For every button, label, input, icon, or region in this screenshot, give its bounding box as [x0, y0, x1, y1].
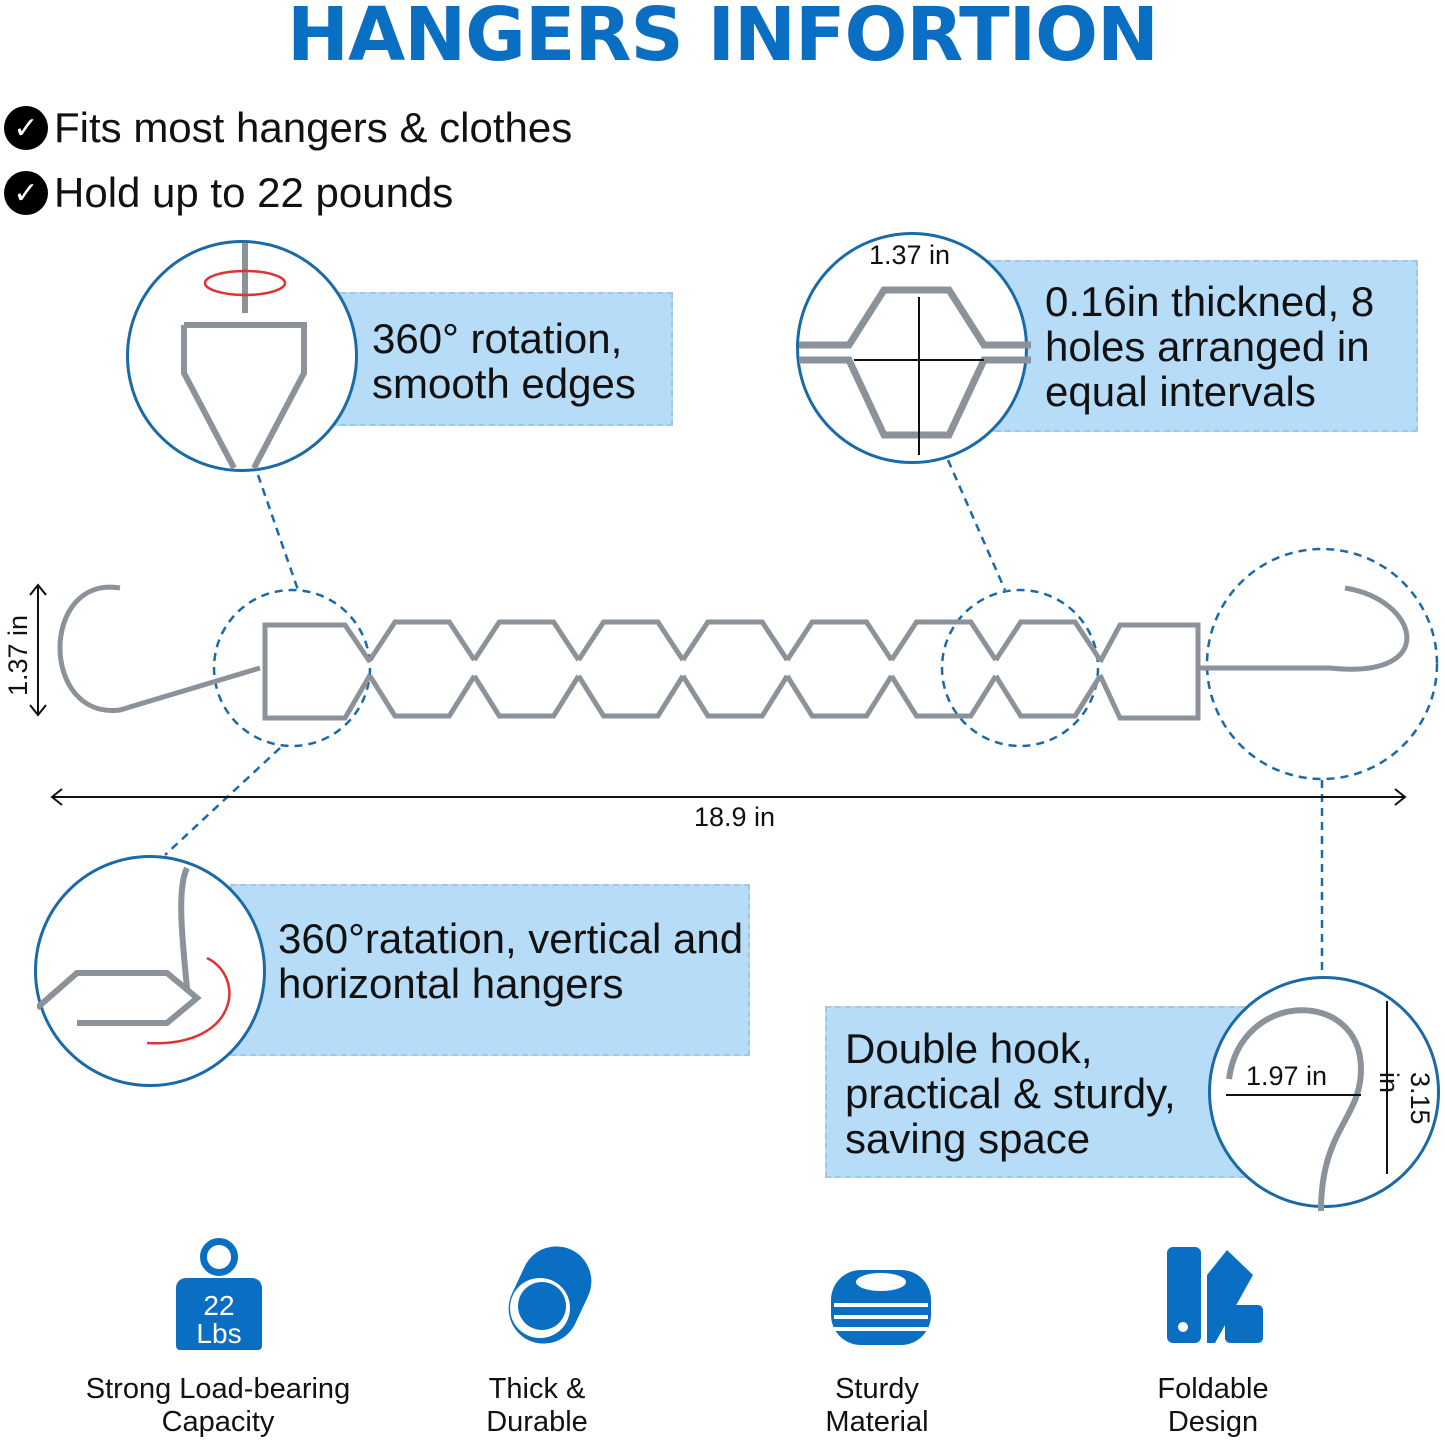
hook-width-dimension: 1.97 in	[1246, 1061, 1328, 1091]
page-title: HANGERS INFORTION	[287, 0, 1159, 78]
chain-link-bottom	[785, 674, 894, 719]
hole-dimension: 1.37 in	[869, 240, 951, 270]
tube-icon	[508, 1246, 592, 1344]
height-dimension: 1.37 in	[3, 614, 34, 697]
chain-link-top	[993, 619, 1103, 662]
chain-link-top	[367, 619, 477, 662]
chain-link-top	[472, 619, 581, 662]
left-hook	[57, 584, 261, 713]
chain-link-bottom	[472, 674, 581, 719]
chain-link-bottom	[680, 674, 790, 719]
feature-thick: Thick &Durable	[486, 1373, 588, 1438]
check-icon: ✓	[4, 106, 48, 150]
check-icon: ✓	[4, 171, 48, 215]
detail-hole-circle: 1.37 in	[796, 232, 1031, 464]
feature-fits: ✓ Fits most hangers & clothes	[4, 104, 572, 152]
callout-holes: 0.16in thickned, 8 holes arranged in equ…	[985, 260, 1418, 432]
callout-rotation: 360° rotation, smooth edges	[330, 292, 673, 426]
length-dimension: 18.9 in	[694, 802, 776, 832]
weight-unit: Lbs	[196, 1318, 242, 1349]
callout-hook: Double hook, practical & sturdy, saving …	[825, 1006, 1265, 1178]
chain-link-bottom	[889, 674, 998, 719]
detail-hook-circle: 1.97 in 3.15 in	[1208, 976, 1440, 1211]
callout-vertical: 360°ratation, vertical and horizontal ha…	[230, 884, 750, 1056]
detail-vertical-circle	[34, 855, 266, 1087]
chain-link-bottom	[993, 674, 1103, 719]
chain-end-left	[262, 622, 373, 721]
right-hook	[1200, 585, 1410, 672]
feature-weight: ✓ Hold up to 22 pounds	[4, 169, 453, 217]
chain-link-bottom	[367, 674, 477, 719]
chain-link-top	[889, 619, 998, 662]
weight-icon: 22 Lbs	[172, 1238, 264, 1352]
weight-number: 22	[203, 1290, 235, 1321]
hanger-chain	[262, 619, 1201, 721]
detail-rotation-circle	[126, 240, 358, 472]
feature-text: Fits most hangers & clothes	[54, 104, 573, 151]
chain-link-bottom	[576, 674, 686, 719]
swatch-icon	[1167, 1247, 1263, 1343]
coil-icon	[831, 1270, 931, 1345]
hook-height-dimension: 3.15 in	[1374, 1072, 1435, 1125]
chain-link-top	[576, 619, 685, 662]
chain-link-top	[785, 619, 894, 662]
chain-end-right	[1097, 622, 1201, 721]
chain-link-top	[680, 619, 790, 662]
feature-text: Hold up to 22 pounds	[54, 169, 454, 216]
